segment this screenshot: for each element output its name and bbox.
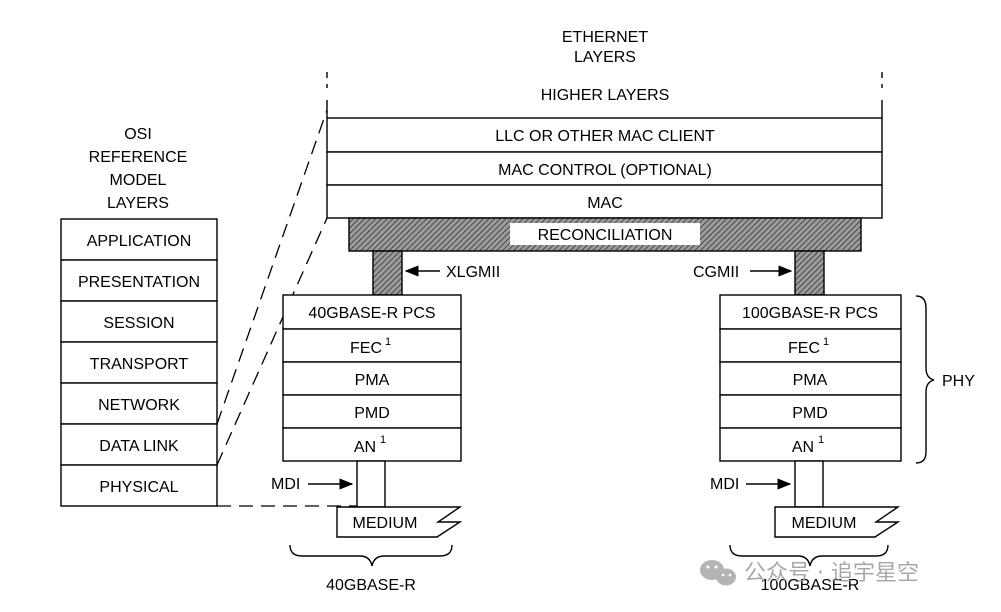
pmd-40g-label: PMD [354, 405, 390, 422]
osi-layer-data-link [60, 423, 218, 466]
mdi-40g-label: MDI [271, 476, 300, 493]
mdi-100g-link [794, 460, 824, 508]
llc-layer [326, 117, 883, 153]
osi-layer-network-label: NETWORK [98, 397, 180, 414]
osi-header-line-3: MODEL [110, 172, 167, 189]
an-40g-label: AN [354, 439, 376, 456]
medium-40g-label: MEDIUM [353, 515, 418, 532]
osi-layer-physical [60, 464, 218, 507]
ethernet-header-line-1: ETHERNET [562, 29, 648, 46]
xlgmii-interface-stub [372, 250, 403, 296]
osi-layer-application-label: APPLICATION [87, 233, 192, 250]
pcs-40g [282, 294, 462, 330]
higher-layers-label: HIGHER LAYERS [541, 87, 670, 104]
phy-brace-label: PHY [942, 373, 975, 390]
medium-100g [774, 506, 901, 538]
reconciliation-label: RECONCILIATION [538, 227, 673, 244]
an-100g [719, 427, 902, 462]
osi-layer-physical-label: PHYSICAL [99, 479, 178, 496]
xlgmii-label: XLGMII [446, 264, 500, 281]
phy-stack-100g: 100GBASE-R PCS FEC 1 PMA PMD AN 1 [719, 294, 902, 462]
pcs-40g-label: 40GBASE-R PCS [308, 305, 435, 322]
osi-layer-session [60, 300, 218, 343]
fec-40g-label: FEC [350, 340, 382, 357]
osi-layer-transport-label: TRANSPORT [90, 356, 189, 373]
pcs-100g-label: 100GBASE-R PCS [742, 305, 878, 322]
watermark-text: 公众号 · 追宇星空 [744, 561, 919, 586]
an-40g [282, 427, 462, 462]
an-40g-superscript: 1 [380, 434, 386, 446]
pmd-100g [719, 394, 902, 429]
osi-layer-application [60, 218, 218, 261]
pmd-100g-label: PMD [792, 405, 828, 422]
mac-control-layer-label: MAC CONTROL (OPTIONAL) [498, 162, 712, 179]
label-40gbase-r: 40GBASE-R [326, 577, 416, 594]
cgmii-label: CGMII [693, 264, 739, 281]
fec-40g-superscript: 1 [385, 336, 391, 348]
llc-layer-label: LLC OR OTHER MAC CLIENT [495, 128, 715, 145]
brace-40g [289, 544, 453, 567]
fec-100g [719, 328, 902, 363]
mac-layer [326, 184, 883, 219]
label-100gbase-r: 100GBASE-R [761, 577, 860, 594]
data-link-mapping-line [216, 109, 328, 425]
watermark: 公众号 · 追宇星空 [700, 560, 919, 586]
medium-100g-label: MEDIUM [792, 515, 857, 532]
osi-layer-presentation [60, 259, 218, 302]
mac-control-layer [326, 151, 883, 186]
fec-100g-superscript: 1 [823, 336, 829, 348]
reconciliation-label-bg [510, 223, 700, 245]
osi-layer-data-link-label: DATA LINK [99, 438, 179, 455]
phy-brace [915, 295, 935, 464]
osi-layer-presentation-label: PRESENTATION [78, 274, 200, 291]
brace-100g [729, 544, 889, 567]
osi-layer-session-label: SESSION [103, 315, 174, 332]
cgmii-interface-stub [794, 250, 825, 296]
mac-layer-label: MAC [587, 195, 623, 212]
osi-header-line-1: OSI [124, 126, 152, 143]
phy-stack-40g: 40GBASE-R PCS FEC 1 PMA PMD AN 1 [282, 294, 462, 462]
fec-40g [282, 328, 462, 363]
pma-100g-label: PMA [793, 372, 828, 389]
pma-40g-label: PMA [355, 372, 390, 389]
medium-40g [336, 506, 463, 538]
mdi-40g-link [356, 460, 386, 508]
an-100g-superscript: 1 [818, 434, 824, 446]
pcs-100g [719, 294, 902, 330]
ethernet-header-line-2: LAYERS [574, 49, 636, 66]
osi-header-line-4: LAYERS [107, 195, 169, 212]
physical-top-mapping-line [216, 217, 328, 466]
osi-layer-transport [60, 341, 218, 384]
mdi-100g-label: MDI [710, 476, 739, 493]
osi-layer-stack: APPLICATION PRESENTATION SESSION TRANSPO… [60, 218, 218, 507]
osi-header-line-2: REFERENCE [89, 149, 188, 166]
wechat-logo-icon [700, 560, 736, 586]
an-100g-label: AN [792, 439, 814, 456]
fec-100g-label: FEC [788, 340, 820, 357]
